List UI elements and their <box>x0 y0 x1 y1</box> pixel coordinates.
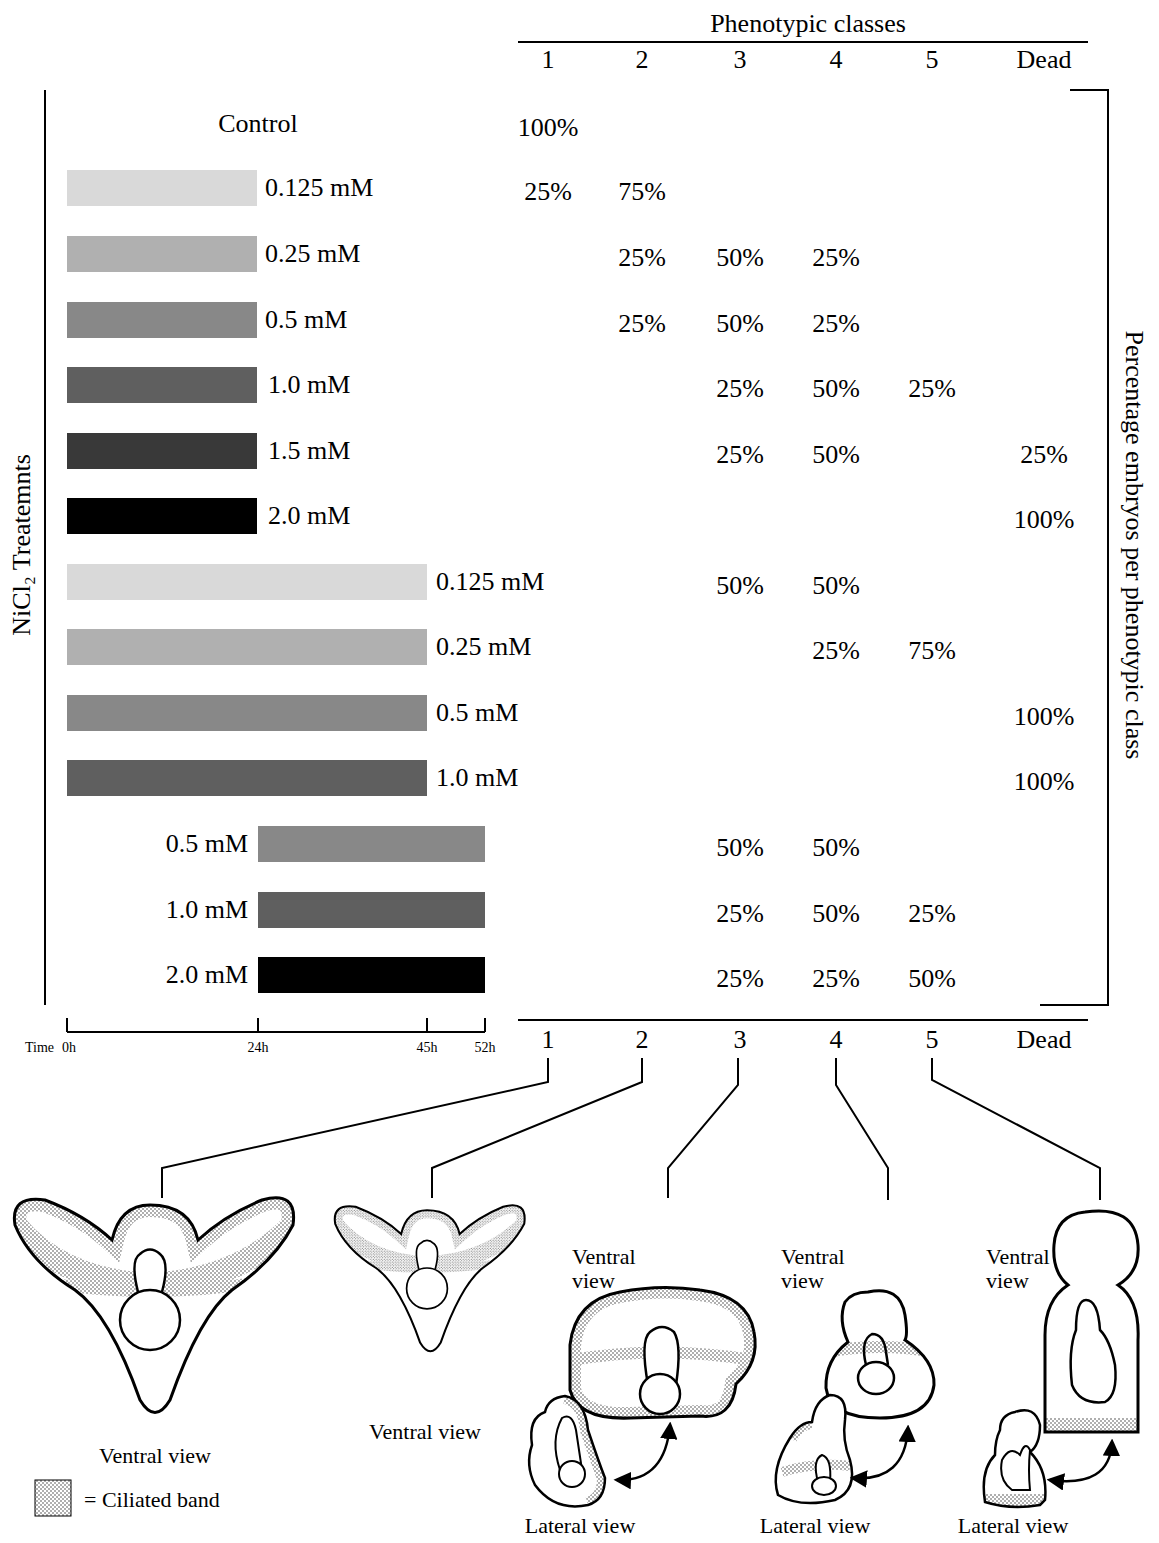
legend-swatch <box>35 1480 71 1516</box>
treatment-label: 2.0 mM <box>166 961 248 990</box>
view-label: Ventral view <box>781 1245 871 1293</box>
percentage-cell: 25% <box>812 310 860 339</box>
percentage-cell: 75% <box>618 178 666 207</box>
percentage-cell: 50% <box>716 244 764 273</box>
tick-label: 0h <box>62 1040 76 1055</box>
class-number: 1 <box>542 46 555 75</box>
class-number: 4 <box>830 1026 843 1055</box>
percentage-cell: 25% <box>716 375 764 404</box>
treatment-label: Control <box>218 110 297 139</box>
treatment-label: 0.125 mM <box>436 568 544 597</box>
view-label: Ventral view <box>99 1444 211 1468</box>
treatment-label: 0.25 mM <box>265 240 360 269</box>
percentage-cell: 50% <box>812 900 860 929</box>
time-axis <box>67 1018 485 1032</box>
percentage-cell: 25% <box>908 900 956 929</box>
view-label: Ventral view <box>369 1420 481 1444</box>
treatment-label: 0.5 mM <box>436 699 518 728</box>
treatment-label: 1.0 mM <box>166 896 248 925</box>
axis-title: NiCl₂ Treatemnts <box>8 454 37 636</box>
class-number: 5 <box>926 46 939 75</box>
view-label: Ventral view <box>572 1245 662 1293</box>
treatment-label: 1.0 mM <box>436 764 518 793</box>
percentage-cell: 25% <box>812 244 860 273</box>
percentage-cell: 25% <box>716 900 764 929</box>
axis-title: Percentage embryos per phenotypic class <box>1120 331 1149 760</box>
percentage-cell: 25% <box>812 965 860 994</box>
percentage-cell: 25% <box>618 244 666 273</box>
tick-label: 45h <box>417 1040 438 1055</box>
percentage-cell: 25% <box>716 965 764 994</box>
percentage-cell: 50% <box>908 965 956 994</box>
percentage-cell: 25% <box>716 441 764 470</box>
tick-label: 52h <box>475 1040 496 1055</box>
treatment-label: 0.5 mM <box>265 306 347 335</box>
percentage-cell: 100% <box>1014 768 1075 797</box>
class-number: Dead <box>1017 1026 1072 1055</box>
view-label: Lateral view <box>525 1514 636 1538</box>
percentage-cell: 75% <box>908 637 956 666</box>
class-number: 1 <box>542 1026 555 1055</box>
axis-label: Time <box>25 1040 54 1055</box>
class-number: 4 <box>830 46 843 75</box>
percentage-cell: 50% <box>812 834 860 863</box>
view-label: Lateral view <box>958 1514 1069 1538</box>
percentage-cell: 50% <box>716 310 764 339</box>
view-label: Lateral view <box>760 1514 871 1538</box>
treatment-label: 2.0 mM <box>268 502 350 531</box>
treatment-label: 1.0 mM <box>268 371 350 400</box>
class-number: 2 <box>636 46 649 75</box>
percentage-cell: 50% <box>812 441 860 470</box>
column-heading: Phenotypic classes <box>710 10 906 39</box>
treatment-label: 0.125 mM <box>265 174 373 203</box>
treatment-label: 1.5 mM <box>268 437 350 466</box>
class-number: 3 <box>734 1026 747 1055</box>
leader-lines <box>162 1058 1100 1200</box>
percentage-cell: 25% <box>524 178 572 207</box>
percentage-cell: 25% <box>618 310 666 339</box>
class-number: 5 <box>926 1026 939 1055</box>
percentage-cell: 100% <box>1014 703 1075 732</box>
legend-text: = Ciliated band <box>84 1488 220 1512</box>
class-number: 3 <box>734 46 747 75</box>
class-number: 2 <box>636 1026 649 1055</box>
percentage-cell: 25% <box>812 637 860 666</box>
percentage-cell: 50% <box>812 375 860 404</box>
percentage-cell: 25% <box>908 375 956 404</box>
tick-label: 24h <box>248 1040 269 1055</box>
percentage-cell: 100% <box>518 114 579 143</box>
class-number: Dead <box>1017 46 1072 75</box>
treatment-label: 0.5 mM <box>166 830 248 859</box>
percentage-cell: 50% <box>812 572 860 601</box>
percentage-cell: 50% <box>716 572 764 601</box>
treatment-bars <box>67 170 485 993</box>
treatment-label: 0.25 mM <box>436 633 531 662</box>
view-label: Ventral view <box>986 1245 1076 1293</box>
percentage-cell: 50% <box>716 834 764 863</box>
percentage-cell: 100% <box>1014 506 1075 535</box>
percentage-cell: 25% <box>1020 441 1068 470</box>
